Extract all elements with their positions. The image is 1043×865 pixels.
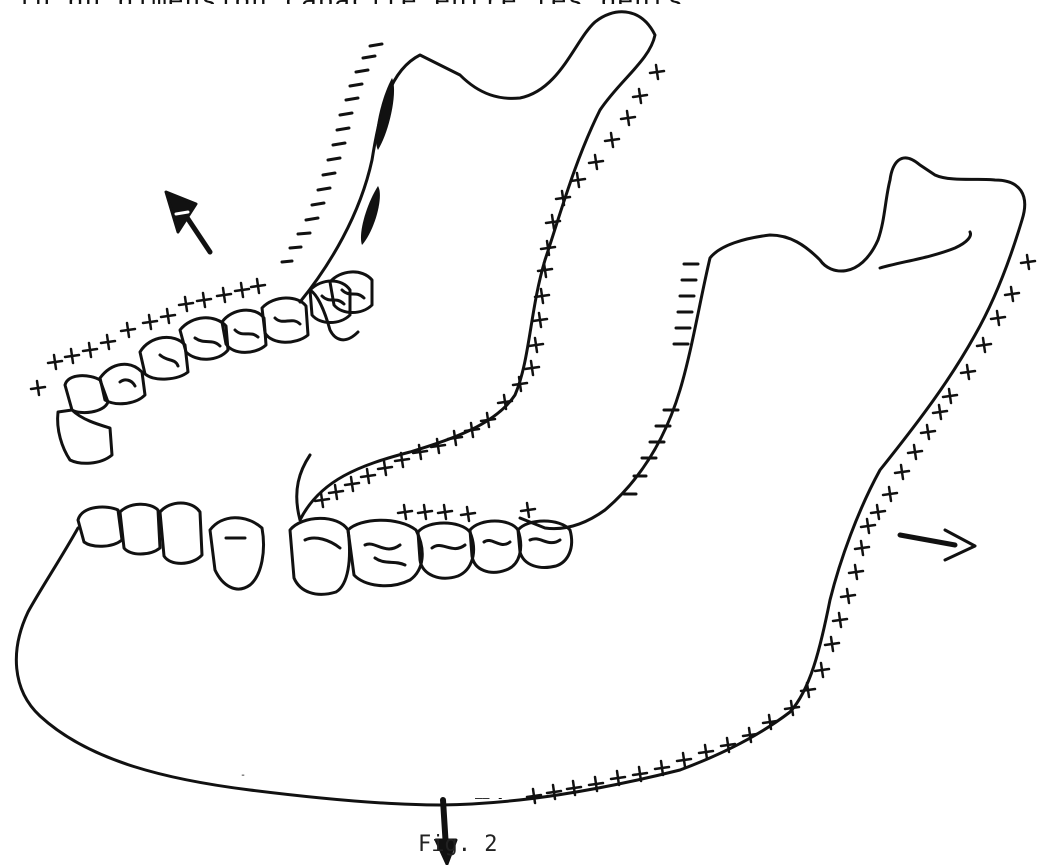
plus-marks	[31, 65, 1035, 803]
plus-mark-v	[552, 215, 554, 229]
plus-mark-v	[424, 505, 426, 519]
plus-mark-v	[656, 65, 658, 79]
upper-teeth	[58, 272, 372, 463]
plus-mark-v	[535, 338, 537, 352]
plus-mark-v	[241, 283, 243, 297]
plus-mark-v	[577, 173, 579, 187]
plus-mark-v	[889, 487, 891, 501]
plus-mark-v	[384, 461, 386, 475]
plus-mark-v	[901, 465, 903, 479]
minus-marks-lower-ramus	[624, 264, 698, 494]
plus-mark-v	[914, 445, 916, 459]
plus-mark-v	[1027, 255, 1029, 269]
shadow-mark-upper	[376, 78, 394, 150]
plus-mark-v	[404, 505, 406, 519]
plus-mark-v	[611, 133, 613, 147]
plus-mark-v	[437, 439, 439, 453]
plus-mark-v	[847, 589, 849, 603]
upper-mandible-outline	[297, 12, 655, 520]
plus-mark-v	[185, 297, 187, 311]
plus-mark-v	[705, 745, 707, 759]
plus-mark-v	[949, 389, 951, 403]
plus-mark-v	[321, 493, 323, 507]
arrow-right	[900, 530, 975, 560]
plus-mark-v	[839, 613, 841, 627]
plus-mark-v	[877, 505, 879, 519]
plus-mark-v	[71, 349, 73, 363]
plus-mark-v	[595, 155, 597, 169]
plus-mark-v	[531, 361, 533, 375]
plus-mark-v	[37, 381, 39, 395]
plus-mark-v	[627, 111, 629, 125]
plus-mark-v	[89, 343, 91, 357]
plus-mark-v	[639, 89, 641, 103]
plus-mark-v	[541, 289, 543, 303]
plus-mark-v	[257, 279, 259, 293]
plus-mark-v	[487, 413, 489, 427]
plus-mark-v	[107, 335, 109, 349]
plus-mark-v	[471, 423, 473, 437]
coronoid-curve	[880, 232, 970, 268]
plus-mark-v	[831, 637, 833, 651]
plus-mark-v	[454, 431, 456, 445]
plus-mark-v	[983, 338, 985, 352]
plus-mark-v	[467, 507, 469, 521]
arrow-upper-left	[166, 192, 210, 252]
plus-mark-v	[533, 789, 535, 803]
plus-mark-v	[544, 263, 546, 277]
lower-teeth	[78, 503, 572, 594]
plus-mark-v	[997, 311, 999, 325]
plus-mark-v	[203, 293, 205, 307]
plus-mark-v	[967, 365, 969, 379]
plus-mark-v	[444, 505, 446, 519]
plus-mark-v	[927, 425, 929, 439]
plus-mark-v	[683, 753, 685, 767]
plus-mark-v	[367, 469, 369, 483]
plus-mark-v	[867, 519, 869, 533]
plus-mark-v	[149, 315, 151, 329]
plus-mark-v	[807, 683, 809, 697]
plus-mark-v	[791, 701, 793, 715]
plus-mark-v	[661, 761, 663, 775]
plus-mark-v	[861, 541, 863, 555]
plus-mark-v	[1011, 287, 1013, 301]
plus-mark-v	[419, 445, 421, 459]
plus-mark-v	[127, 323, 129, 337]
stray-marks: —— -	[475, 791, 504, 805]
shadow-mark-lower	[361, 186, 380, 245]
stray-dot: -	[240, 770, 246, 781]
plus-mark-v	[167, 309, 169, 323]
plus-mark-v	[223, 288, 225, 302]
lower-mandible-outline	[16, 158, 1024, 805]
plus-mark-v	[527, 503, 529, 517]
figure-caption: Fig. 2	[418, 832, 497, 857]
plus-mark-v	[351, 477, 353, 491]
plus-mark-v	[855, 565, 857, 579]
plus-mark-v	[939, 405, 941, 419]
plus-mark-v	[821, 663, 823, 677]
plus-mark-v	[539, 313, 541, 327]
plus-mark-v	[54, 355, 56, 369]
plus-mark-v	[335, 485, 337, 499]
